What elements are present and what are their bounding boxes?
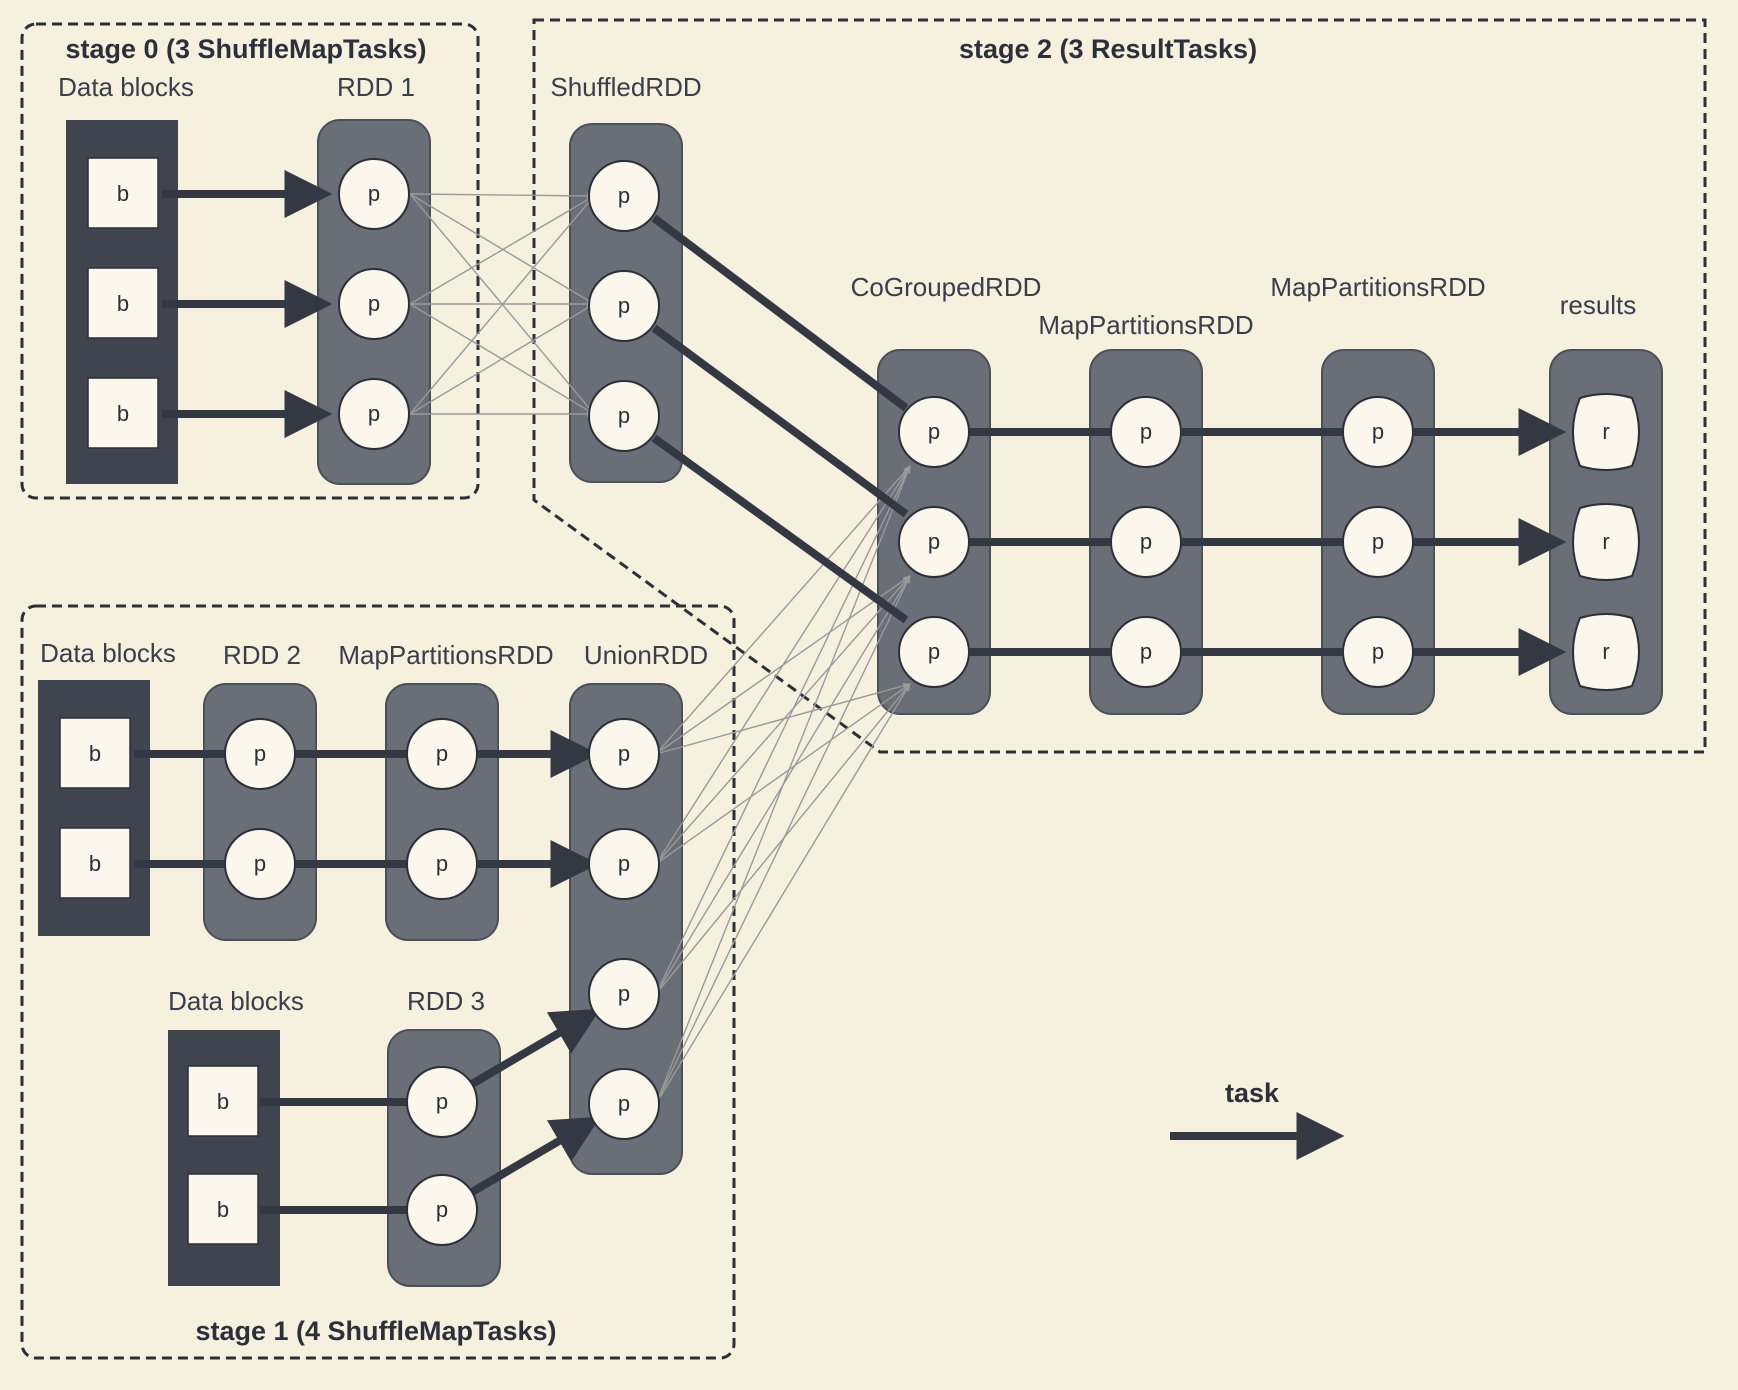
stage0-data-blocks: b b b <box>87 157 159 449</box>
map-partitions-mid-partitions: p p p <box>1110 396 1182 688</box>
partition-glyph: p <box>618 981 630 1006</box>
union-rdd-label: UnionRDD <box>584 640 708 670</box>
partition-glyph: p <box>618 183 630 208</box>
rdd1-partitions: p p p <box>338 158 410 450</box>
shuffle-edges-rdd1-to-shuffledrdd <box>409 192 595 417</box>
rdd1-label: RDD 1 <box>337 72 415 102</box>
partition-glyph: p <box>436 1089 448 1114</box>
block-glyph: b <box>117 291 129 316</box>
partition-glyph: p <box>1140 639 1152 664</box>
legend-task-label: task <box>1225 1078 1280 1108</box>
stage1-title: stage 1 (4 ShuffleMapTasks) <box>195 1316 556 1346</box>
block-glyph: b <box>117 401 129 426</box>
partition-glyph: p <box>618 293 630 318</box>
rdd2-label: RDD 2 <box>223 640 301 670</box>
map-partitions-right-label: MapPartitionsRDD <box>1270 272 1485 302</box>
partition-glyph: p <box>254 741 266 766</box>
partition-glyph: p <box>1372 529 1384 554</box>
union-rdd-partitions: p p p p <box>588 718 660 1140</box>
partition-glyph: p <box>1140 419 1152 444</box>
rdd3-label: RDD 3 <box>407 986 485 1016</box>
partition-glyph: p <box>368 291 380 316</box>
map-partitions-s1-label: MapPartitionsRDD <box>338 640 553 670</box>
partition-glyph: p <box>368 181 380 206</box>
partition-glyph: p <box>618 741 630 766</box>
block-glyph: b <box>217 1089 229 1114</box>
shuffled-rdd-label: ShuffledRDD <box>550 72 701 102</box>
partition-glyph: p <box>436 1197 448 1222</box>
block-glyph: b <box>217 1197 229 1222</box>
data-blocks-label: Data blocks <box>58 72 194 102</box>
partition-glyph: p <box>618 851 630 876</box>
partition-glyph: p <box>928 639 940 664</box>
rdd2-partitions: p p <box>224 718 296 900</box>
stage2-title: stage 2 (3 ResultTasks) <box>959 34 1257 64</box>
result-partitions: r r r <box>1572 393 1640 691</box>
partition-glyph: p <box>928 419 940 444</box>
map-partitions-right-partitions: p p p <box>1342 396 1414 688</box>
shuffle-edges-unionrdd-to-cogrouped <box>655 465 911 1105</box>
result-glyph: r <box>1602 529 1609 554</box>
block-glyph: b <box>89 741 101 766</box>
block-glyph: b <box>117 181 129 206</box>
map-partitions-s1-partitions: p p <box>406 718 478 900</box>
stage1-data-blocks-a: b b <box>59 717 131 899</box>
partition-glyph: p <box>618 1091 630 1116</box>
stage2-box <box>532 18 1707 754</box>
stage1-box <box>20 604 736 1360</box>
partition-glyph: p <box>436 741 448 766</box>
block-glyph: b <box>89 851 101 876</box>
partition-glyph: p <box>928 529 940 554</box>
partition-glyph: p <box>1140 529 1152 554</box>
rdd3-partitions: p p <box>406 1066 478 1246</box>
partition-glyph: p <box>254 851 266 876</box>
data-blocks-label: Data blocks <box>168 986 304 1016</box>
partition-glyph: p <box>1372 639 1384 664</box>
result-glyph: r <box>1602 639 1609 664</box>
stage0-title: stage 0 (3 ShuffleMapTasks) <box>65 34 426 64</box>
stage0-box <box>20 22 480 500</box>
partition-glyph: p <box>368 401 380 426</box>
results-label: results <box>1560 290 1637 320</box>
partition-glyph: p <box>436 851 448 876</box>
result-glyph: r <box>1602 419 1609 444</box>
cogrouped-rdd-partitions: p p p <box>898 396 970 688</box>
stage1-data-blocks-b: b b <box>187 1065 259 1245</box>
map-partitions-mid-label: MapPartitionsRDD <box>1038 310 1253 340</box>
legend: task <box>1170 1078 1345 1160</box>
cogrouped-rdd-label: CoGroupedRDD <box>851 272 1042 302</box>
partition-glyph: p <box>1372 419 1384 444</box>
partition-glyph: p <box>618 403 630 428</box>
task-edges <box>134 170 1567 1214</box>
shuffled-rdd-partitions: p p p <box>588 160 660 452</box>
data-blocks-label: Data blocks <box>40 638 176 668</box>
